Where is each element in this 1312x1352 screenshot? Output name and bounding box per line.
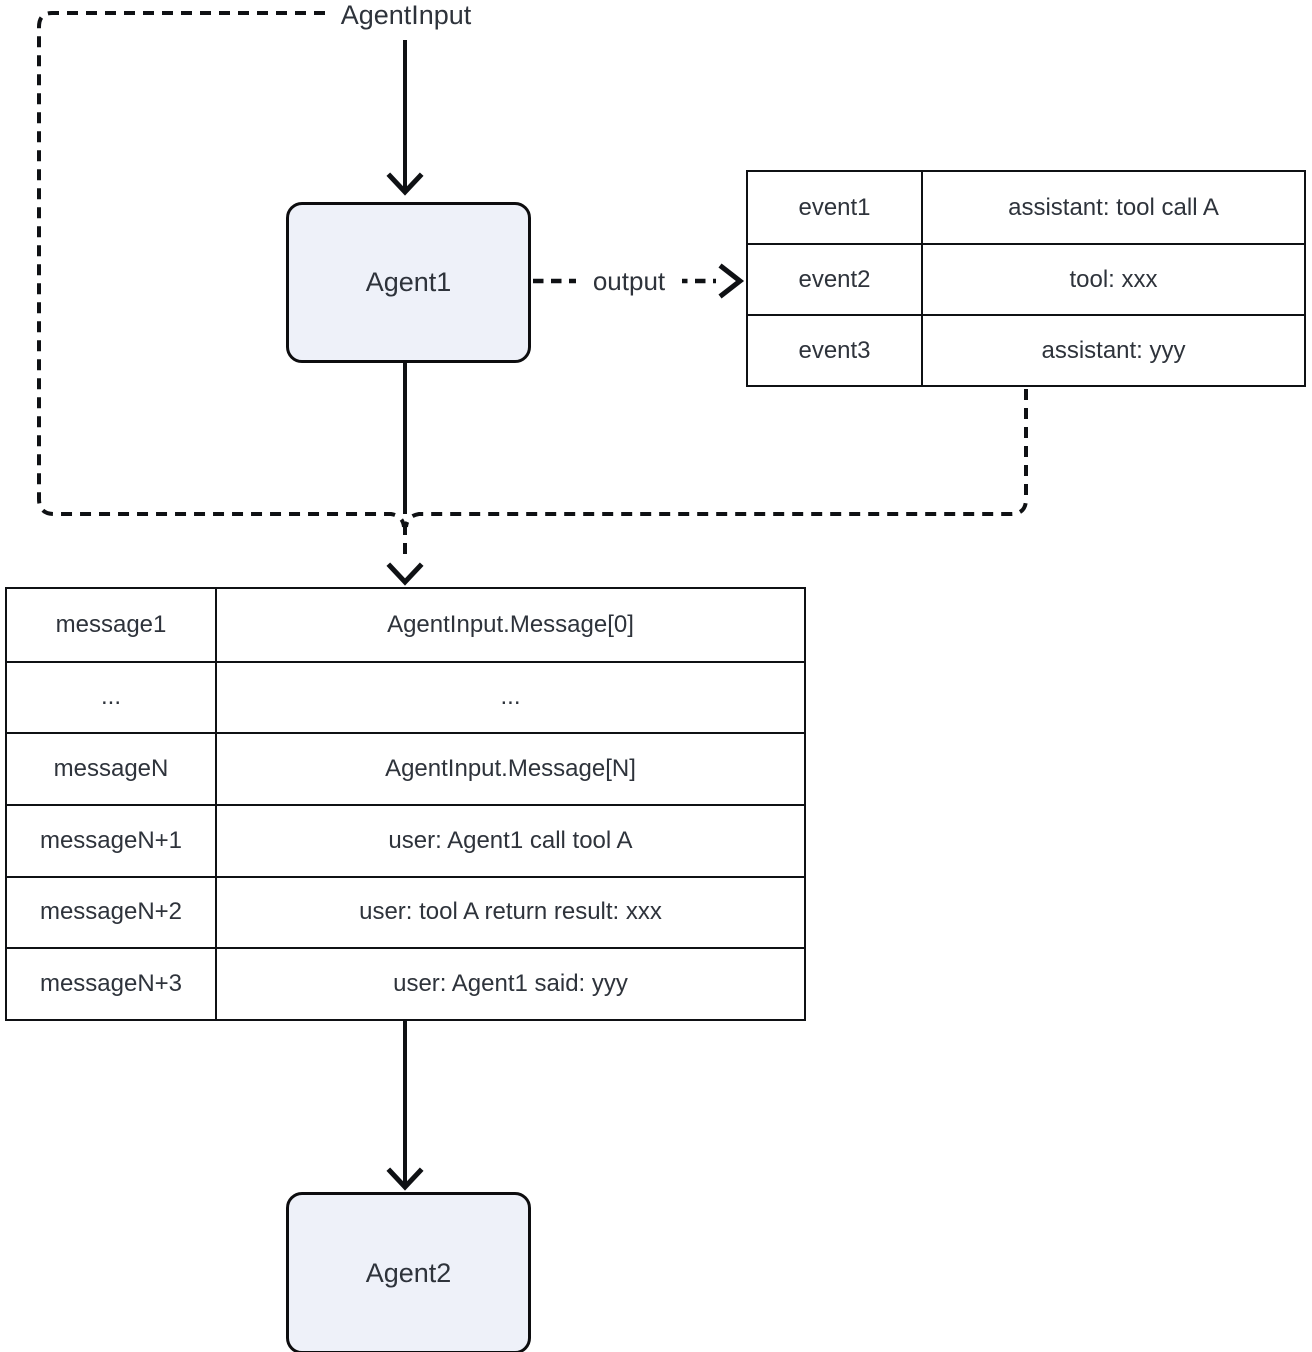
message-table-cell-value: user: Agent1 call tool A bbox=[215, 803, 804, 876]
event-table-cell-value: tool: xxx bbox=[921, 243, 1304, 314]
message-table-cell-key: messageN bbox=[7, 732, 215, 804]
message-table-cell-key: message1 bbox=[55, 610, 167, 638]
events-feedback-dashed-path bbox=[404, 389, 1028, 528]
event-table-cell-key: event1 bbox=[798, 193, 871, 221]
agent1-node: Agent1 bbox=[286, 202, 531, 363]
message-table-cell-value: AgentInput.Message[N] bbox=[215, 732, 804, 804]
output-edge-label: output bbox=[576, 259, 682, 303]
arrow-agent1-to-messages-head bbox=[386, 562, 424, 586]
agentinput-label: AgentInput bbox=[340, 0, 472, 30]
event-table: event1 assistant: tool call A event2 too… bbox=[746, 170, 1306, 387]
message-table-cell-value: user: tool A return result: xxx bbox=[215, 875, 804, 948]
event-table-cell-value: assistant: yyy bbox=[921, 314, 1304, 385]
arrow-agentinput-to-agent1-head bbox=[386, 172, 424, 196]
event-table-cell-key: event2 bbox=[748, 243, 921, 314]
agent2-node: Agent2 bbox=[286, 1192, 531, 1352]
message-table-cell-key: messageN+3 bbox=[7, 947, 215, 1019]
message-table-cell-key: messageN+2 bbox=[7, 875, 215, 948]
message-table: message1 AgentInput.Message[0] ... ... m… bbox=[5, 587, 806, 1021]
output-dashed-arrow-head bbox=[718, 263, 745, 299]
arrow-messages-to-agent2-head bbox=[386, 1167, 424, 1191]
event-table-cell-key: event3 bbox=[748, 314, 921, 385]
event-table-cell-value: assistant: tool call A bbox=[921, 172, 1304, 243]
message-table-cell-key: messageN+1 bbox=[7, 803, 215, 876]
message-table-cell-value: ... bbox=[215, 660, 804, 733]
message-table-cell-value: AgentInput.Message[0] bbox=[215, 589, 804, 661]
message-table-cell-value: user: Agent1 said: yyy bbox=[215, 947, 804, 1019]
message-table-cell-key: ... bbox=[7, 660, 215, 733]
agent2-node-label: Agent2 bbox=[365, 1257, 452, 1288]
agent1-node-label: Agent1 bbox=[365, 267, 452, 297]
